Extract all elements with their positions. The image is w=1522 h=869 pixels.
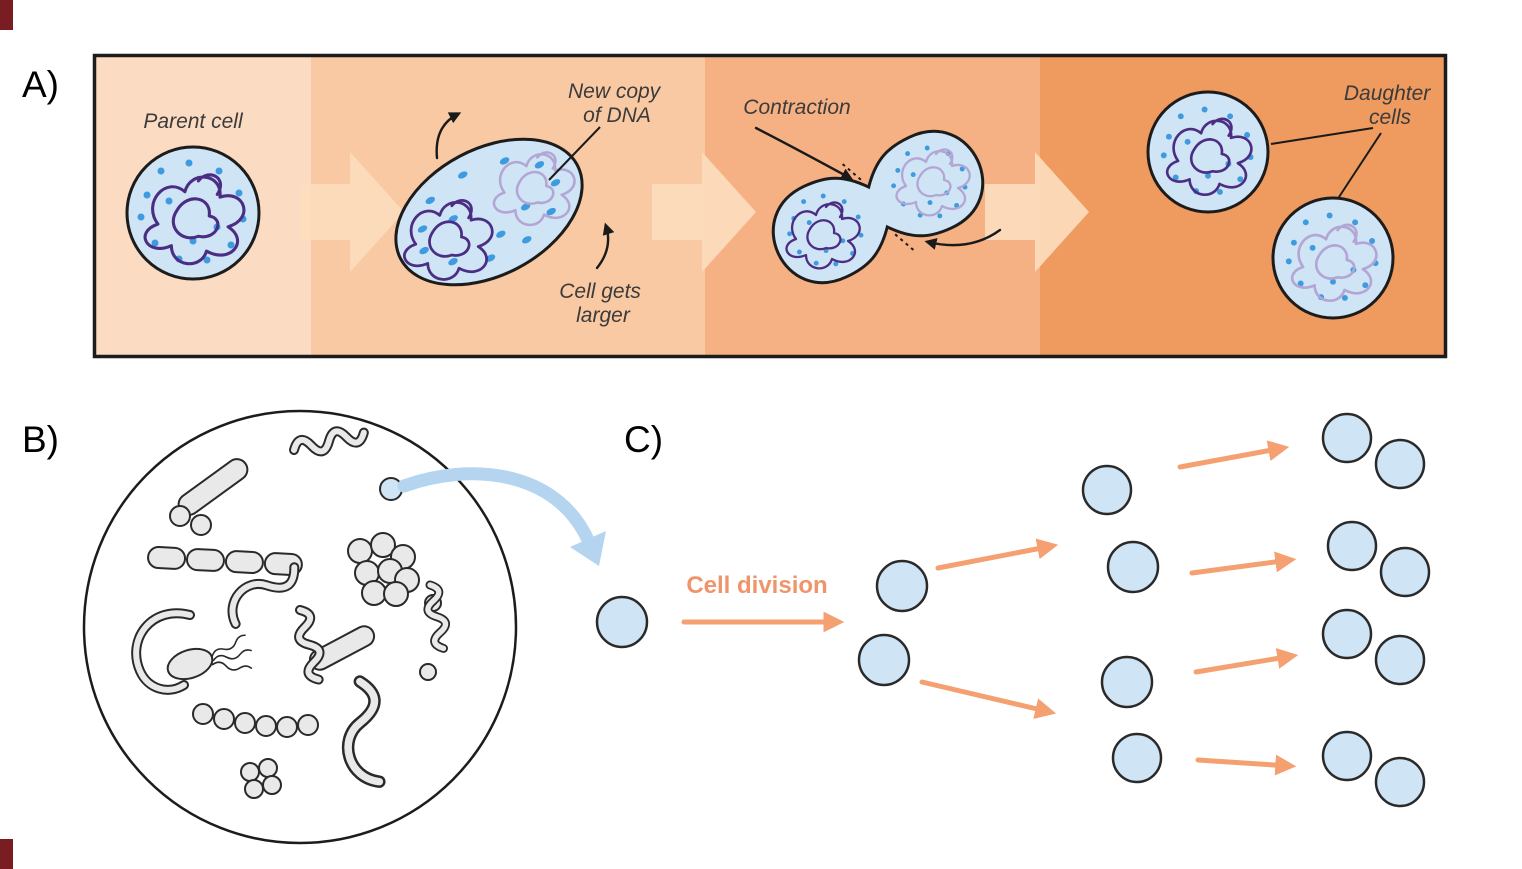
division-arrow-icon — [1193, 648, 1299, 675]
cell-gen1 — [595, 595, 649, 649]
zoom-arrow-head-icon — [570, 531, 606, 566]
panel-b-letter: B) — [22, 419, 59, 460]
contraction-caption: Contraction — [743, 96, 850, 119]
stage-4-daughter-cells: Daughter cells — [1146, 82, 1436, 320]
bacterium-coccus — [169, 505, 191, 527]
division-arrow-icon — [1177, 440, 1290, 470]
cell-gen4 — [1321, 730, 1373, 782]
cell-gen4 — [1379, 546, 1431, 598]
new-dna-caption: New copy of DNA — [568, 80, 666, 127]
cell-division-caption: Cell division — [686, 572, 827, 599]
rotation-arrow-top-icon — [435, 112, 462, 160]
bacterium-staph-cluster — [347, 532, 420, 607]
cell-gen4 — [1321, 608, 1373, 660]
stage-2-growing-cell: New copy of DNA Cell gets larger — [394, 80, 666, 327]
generation-cells — [595, 412, 1431, 808]
flow-arrow-2-icon — [652, 152, 756, 272]
flow-arrow-1-icon — [300, 152, 404, 272]
zoom-arrow-icon — [397, 467, 595, 547]
bacterium-coccus — [190, 514, 212, 536]
cell-gen3 — [1106, 540, 1160, 594]
stage-1-parent-cell: Parent cell — [125, 110, 261, 281]
corner-mark-bottom-left — [0, 839, 13, 869]
division-arrow-icon — [1195, 754, 1297, 776]
cell-gen2 — [857, 633, 911, 687]
cell-gen3 — [1111, 732, 1163, 784]
division-arrows — [681, 440, 1299, 776]
cell-gen4 — [1374, 634, 1426, 686]
cell-gen2 — [875, 559, 929, 613]
cell-gets-larger-caption: Cell gets larger — [559, 280, 647, 327]
cell-gen3 — [1081, 464, 1133, 516]
division-arrow-icon — [935, 538, 1059, 571]
daughter-cells-caption: Daughter cells — [1344, 82, 1436, 129]
growing-cell-body — [394, 137, 584, 287]
cell-gen4 — [1326, 520, 1378, 572]
bacterium-cocci-cluster — [240, 758, 282, 799]
panel-a-letter: A) — [22, 64, 59, 105]
flow-arrow-3-icon — [985, 152, 1089, 272]
panel-c-cell-division: Cell division — [595, 412, 1431, 808]
parent-cell-body — [125, 145, 261, 281]
bacterium-coccus — [419, 663, 437, 681]
rotation-arrow-bottom-icon — [595, 222, 615, 270]
cell-gen4 — [1374, 438, 1426, 490]
stage-flow-arrows — [300, 152, 1089, 272]
division-arrow-icon — [919, 679, 1057, 719]
pinching-cell-body — [771, 129, 985, 285]
dna-pointer-line — [548, 126, 601, 181]
cell-gen4 — [1374, 756, 1426, 808]
corner-mark-top-left — [0, 0, 13, 30]
corner-marks — [0, 0, 13, 869]
bacterium-rod-chain — [147, 546, 303, 577]
panel-a-border — [92, 53, 1448, 359]
bacteria-shapes — [136, 425, 450, 799]
panel-a-binary-fission: Parent cell New copy of DNA Cell gets la… — [92, 53, 1448, 359]
pinch-arrow-icon — [924, 228, 1002, 250]
bacterium-strep-chain — [192, 703, 319, 738]
bacterium-flagellate — [166, 632, 254, 681]
daughter-pointer-line-1 — [1270, 127, 1374, 145]
division-arrow-icon — [1189, 551, 1297, 576]
panel-b-microbe-dish — [82, 409, 606, 845]
stage-3-contracting-cell: Contraction — [743, 96, 1002, 285]
daughter-pointer-line-2 — [1338, 132, 1382, 198]
panel-c-letter: C) — [624, 419, 663, 460]
parent-cell-caption: Parent cell — [143, 110, 244, 133]
cell-gen4 — [1321, 412, 1373, 464]
cell-gen3 — [1100, 655, 1154, 709]
contraction-pointer-arrow-icon — [754, 126, 854, 180]
